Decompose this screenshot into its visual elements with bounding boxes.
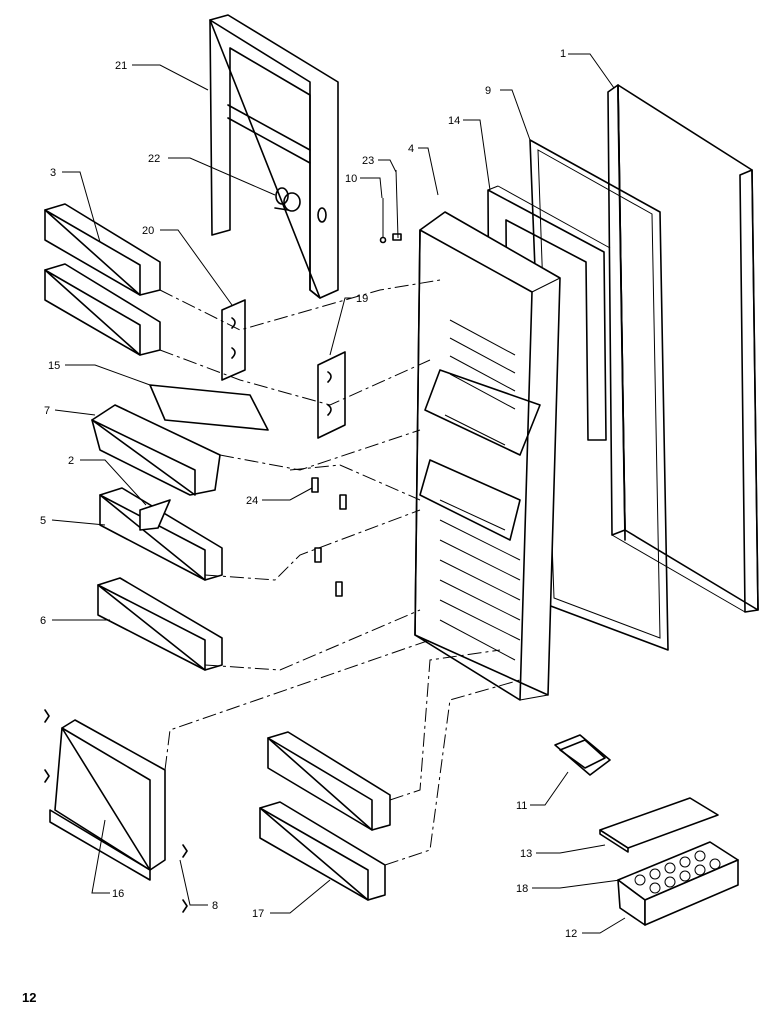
freezer-bin-17 <box>259 801 386 901</box>
callout-11: 11 <box>516 800 527 812</box>
door-bin-6 <box>97 577 223 671</box>
cover-plate-13 <box>599 797 719 853</box>
callout-16: 16 <box>112 888 124 900</box>
freezer-bin-upper <box>267 731 391 831</box>
callout-9: 9 <box>485 85 491 97</box>
callout-5: 5 <box>40 515 46 527</box>
callout-labels: 1 2 3 4 5 6 7 8 9 10 11 12 13 14 15 16 1… <box>40 48 577 940</box>
dispenser-knob <box>274 187 301 212</box>
callout-7: 7 <box>44 405 50 417</box>
callout-23: 23 <box>362 155 374 167</box>
callout-6: 6 <box>40 615 46 627</box>
leader-lines <box>51 53 626 934</box>
callout-17: 17 <box>252 908 264 920</box>
fastener-8 <box>44 709 188 913</box>
callout-24: 24 <box>246 495 258 507</box>
callout-12: 12 <box>565 928 577 940</box>
callout-14: 14 <box>448 115 460 127</box>
bin-cover-16 <box>49 719 166 881</box>
dairy-tray <box>91 404 221 496</box>
callout-10: 10 <box>345 173 357 185</box>
callout-1: 1 <box>560 48 566 60</box>
callout-18: 18 <box>516 883 528 895</box>
screw-10 <box>379 198 387 244</box>
callout-13: 13 <box>520 848 532 860</box>
bracket-19 <box>317 351 346 439</box>
dispenser-frame <box>209 14 339 299</box>
callout-15: 15 <box>48 360 60 372</box>
ice-bucket-12 <box>617 859 739 926</box>
callout-21: 21 <box>115 60 127 72</box>
callout-2: 2 <box>68 455 74 467</box>
callout-19: 19 <box>356 293 368 305</box>
door-outer-panel <box>607 84 759 613</box>
callout-20: 20 <box>142 225 154 237</box>
callout-8: 8 <box>212 900 218 912</box>
page-number: 12 <box>22 990 36 1005</box>
clip-24 <box>311 477 347 597</box>
inner-door-liner <box>414 211 561 701</box>
dairy-cover <box>149 384 269 431</box>
screw-23 <box>392 169 402 241</box>
callout-22: 22 <box>148 153 160 165</box>
bracket-20 <box>221 299 246 381</box>
small-tray-11 <box>554 734 611 776</box>
callout-4: 4 <box>408 143 414 155</box>
callout-3: 3 <box>50 167 56 179</box>
assembly-lines <box>159 279 521 866</box>
door-bin-5 <box>99 487 223 581</box>
